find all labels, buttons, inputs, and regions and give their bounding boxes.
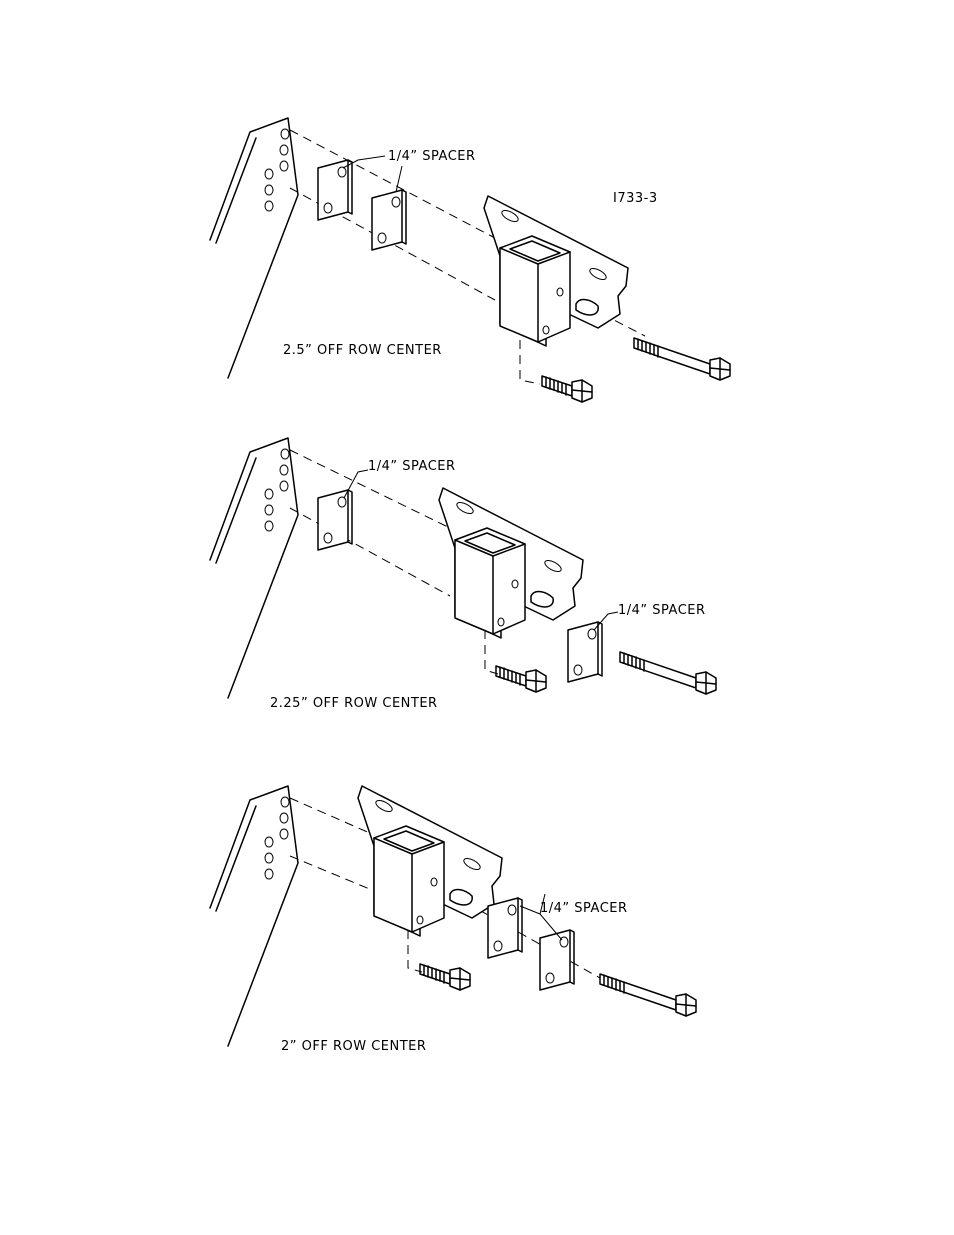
mounting-bracket [439,488,583,638]
frame-plate [210,118,298,378]
frame-plate [210,786,298,1046]
assembly-2: 1/4” SPACER 1/4” SPACER 2.25” OFF ROW CE… [210,438,716,711]
mounting-bracket [358,786,502,936]
spacer-plate [372,190,406,250]
assembly-caption: 2.25” OFF ROW CENTER [270,696,438,711]
spacer-plate [488,898,522,958]
long-bolt [620,652,716,694]
assembly-3: 1/4” SPACER 2” OFF ROW CENTER [210,786,696,1054]
short-bolt [496,666,546,692]
short-bolt [542,376,592,402]
spacer-plate [318,490,352,550]
spacer-label-bottom: 1/4” SPACER [618,603,706,618]
short-bolt [420,964,470,990]
long-bolt [600,974,696,1016]
spacer-label: 1/4” SPACER [388,149,476,164]
spacer-plate [318,160,352,220]
spacer-label-top: 1/4” SPACER [368,459,456,474]
assembly-1: 1/4” SPACER I733-3 2.5” OFF ROW CENTER [210,118,730,402]
assembly-caption: 2” OFF ROW CENTER [281,1039,426,1054]
long-bolt [634,338,730,380]
spacer-plate [540,930,574,990]
spacer-plate [568,622,602,682]
mounting-bracket [484,196,628,346]
spacer-label: 1/4” SPACER [540,901,628,916]
frame-plate [210,438,298,698]
figure-id-label: I733-3 [613,191,658,206]
assembly-caption: 2.5” OFF ROW CENTER [283,343,442,358]
